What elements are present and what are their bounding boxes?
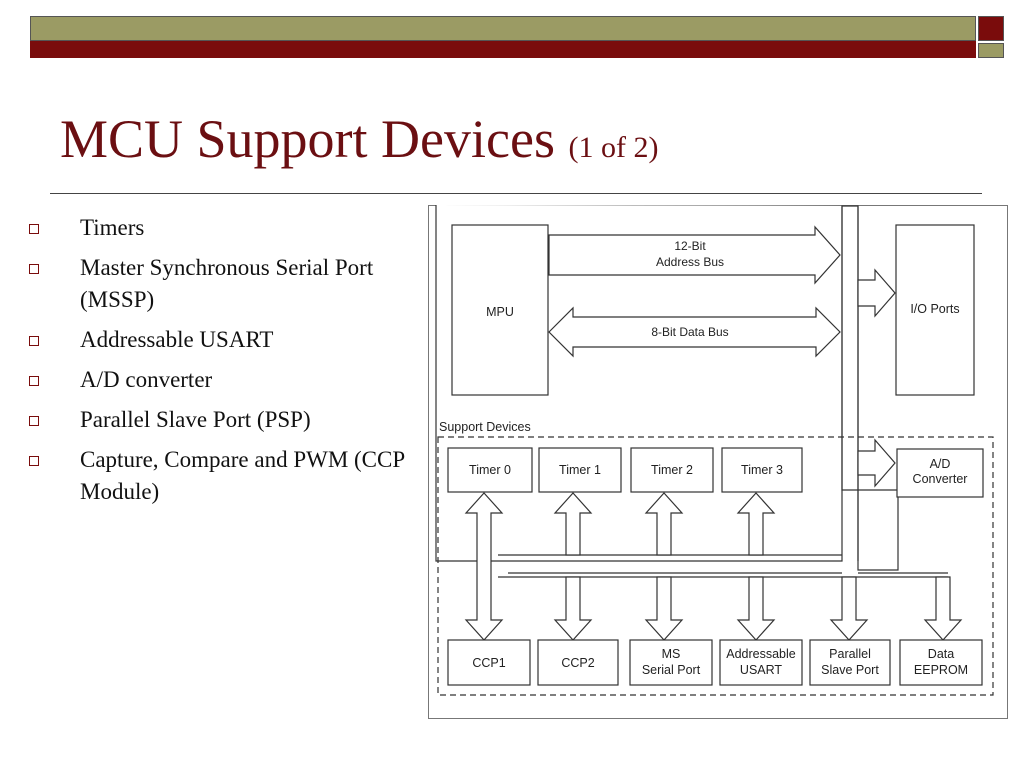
bullet-square-icon bbox=[29, 264, 39, 274]
title-banner bbox=[30, 16, 1004, 58]
data-eeprom-bus-arrow bbox=[923, 576, 963, 641]
slide-title-main: MCU Support Devices bbox=[60, 109, 555, 169]
slide-title: MCU Support Devices (1 of 2) bbox=[60, 112, 658, 166]
address-bus-label-line2: Address Bus bbox=[656, 255, 724, 269]
timer3-box bbox=[721, 447, 803, 493]
io-ports-label: I/O Ports bbox=[910, 302, 959, 316]
ccp1-label: CCP1 bbox=[472, 656, 505, 670]
bullet-text: Master Synchronous Serial Port (MSSP) bbox=[80, 255, 374, 312]
ms-serial-port-label-line1: MS bbox=[662, 647, 681, 661]
ms-serial-port-box bbox=[629, 639, 713, 686]
ccp2-box bbox=[537, 639, 619, 686]
bullet-square-icon bbox=[29, 224, 39, 234]
banner-maroon-bar bbox=[30, 41, 976, 58]
ad-converter-arrow bbox=[857, 438, 896, 488]
parallel-slave-port-label-line1: Parallel bbox=[829, 647, 871, 661]
bullet-item: Parallel Slave Port (PSP) bbox=[28, 404, 408, 436]
io-ports-arrow bbox=[857, 268, 896, 318]
title-rule bbox=[50, 193, 982, 194]
timer2-bus-arrow bbox=[644, 492, 684, 556]
parallel-slave-port-bus-arrow bbox=[829, 576, 869, 641]
data-bus-arrow bbox=[548, 306, 841, 358]
support-devices-bus-area bbox=[437, 436, 994, 696]
ad-converter-box bbox=[896, 448, 984, 498]
mpu-label: MPU bbox=[486, 305, 514, 319]
timer2-box bbox=[630, 447, 714, 493]
support-devices-label: Support Devices bbox=[439, 420, 531, 434]
bullet-square-icon bbox=[29, 416, 39, 426]
data-eeprom-label-line2: EEPROM bbox=[914, 663, 968, 677]
usart-bus-arrow bbox=[736, 576, 776, 641]
vertical-bus bbox=[841, 205, 899, 571]
slide-title-sub: (1 of 2) bbox=[568, 131, 659, 164]
bullet-text: A/D converter bbox=[80, 367, 213, 392]
timer1-label: Timer 1 bbox=[559, 463, 601, 477]
bullet-square-icon bbox=[29, 376, 39, 386]
parallel-slave-port-label-line2: Slave Port bbox=[821, 663, 879, 677]
bullet-text: Parallel Slave Port (PSP) bbox=[80, 407, 311, 432]
data-eeprom-box bbox=[899, 639, 983, 686]
bullet-item: Capture, Compare and PWM (CCP Module) bbox=[28, 444, 408, 508]
timer2-label: Timer 2 bbox=[651, 463, 693, 477]
ccp2-label: CCP2 bbox=[561, 656, 594, 670]
timer0-box bbox=[447, 447, 533, 493]
banner-olive-bar bbox=[30, 16, 976, 41]
bullet-list: Timers Master Synchronous Serial Port (M… bbox=[28, 212, 408, 516]
bullet-text: Timers bbox=[80, 215, 145, 240]
bullet-square-icon bbox=[29, 336, 39, 346]
bullet-text: Capture, Compare and PWM (CCP Module) bbox=[80, 447, 405, 504]
mpu-box bbox=[451, 224, 549, 396]
bullet-item: Master Synchronous Serial Port (MSSP) bbox=[28, 252, 408, 316]
bullet-item: Timers bbox=[28, 212, 408, 244]
banner-square-bottom bbox=[978, 43, 1004, 58]
addressable-usart-label-line2: USART bbox=[740, 663, 783, 677]
ms-serial-port-bus-arrow bbox=[644, 576, 684, 641]
bullet-item: A/D converter bbox=[28, 364, 408, 396]
mcu-block-diagram: MPU I/O Ports 12-Bit Address Bus 8-Bit D… bbox=[428, 205, 1008, 719]
bullet-square-icon bbox=[29, 456, 39, 466]
ccp2-bus-arrow bbox=[553, 576, 593, 641]
ms-serial-port-label-line2: Serial Port bbox=[642, 663, 701, 677]
timer0-label: Timer 0 bbox=[469, 463, 511, 477]
address-bus-label-line1: 12-Bit bbox=[674, 239, 706, 253]
addressable-usart-box bbox=[719, 639, 803, 686]
data-bus-label: 8-Bit Data Bus bbox=[651, 325, 728, 339]
address-bus-arrow bbox=[548, 225, 841, 285]
bullet-text: Addressable USART bbox=[80, 327, 274, 352]
timer1-box bbox=[538, 447, 622, 493]
io-ports-box bbox=[895, 224, 975, 396]
data-eeprom-label-line1: Data bbox=[928, 647, 954, 661]
timer3-label: Timer 3 bbox=[741, 463, 783, 477]
ad-converter-label-line1: A/D bbox=[930, 457, 951, 471]
timer1-bus-arrow bbox=[553, 492, 593, 556]
timer3-bus-arrow bbox=[736, 492, 776, 556]
ccp1-box bbox=[447, 639, 531, 686]
banner-square-top bbox=[978, 16, 1004, 41]
addressable-usart-label-line1: Addressable bbox=[726, 647, 796, 661]
bullet-item: Addressable USART bbox=[28, 324, 408, 356]
ad-converter-label-line2: Converter bbox=[913, 472, 968, 486]
parallel-slave-port-box bbox=[809, 639, 891, 686]
